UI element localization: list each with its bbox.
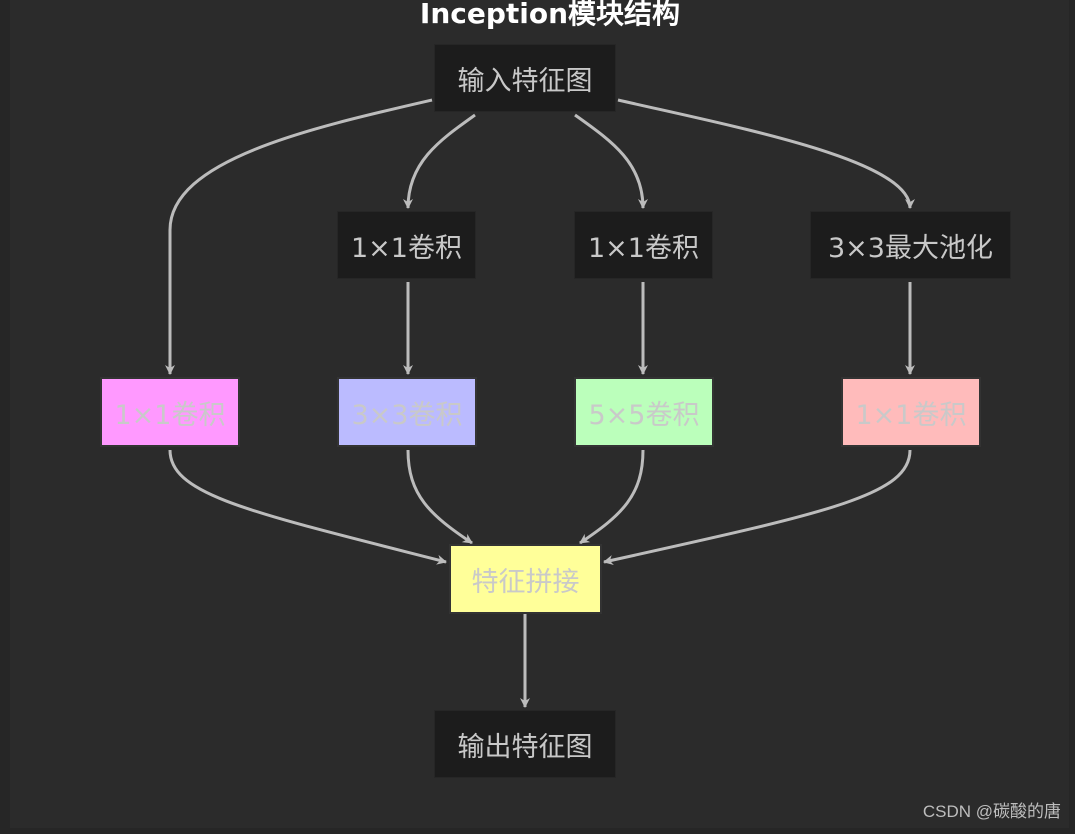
edge-conv3x3-to-concat [406, 449, 473, 545]
edge-conv5x5-to-concat [579, 449, 645, 545]
node-output-feature-map: 输出特征图 [434, 710, 616, 778]
csdn-watermark: CSDN @碳酸的唐 [922, 802, 1061, 821]
edge-input-to-conv1x1-c [574, 113, 648, 209]
node-conv1x1-d: 1×1卷积 [841, 377, 981, 447]
node-conv3x3: 3×3卷积 [337, 377, 477, 447]
diagram-title: Inception模块结构 [419, 0, 681, 30]
edge-layer [165, 98, 915, 708]
edge-input-to-conv1x1-b [403, 113, 476, 209]
node-input-feature-map: 输入特征图 [434, 44, 616, 112]
edge-input-to-conv1x1-a [165, 98, 433, 375]
node-conv5x5: 5×5卷积 [574, 377, 714, 447]
edge-input-to-pool [617, 98, 915, 209]
edge-conv1x1-d-to-concat [603, 449, 912, 565]
node-feature-concat: 特征拼接 [449, 544, 602, 614]
edge-conv1x1-a-to-concat [168, 449, 447, 565]
node-conv1x1-c: 1×1卷积 [574, 211, 713, 279]
node-max-pool-3x3: 3×3最大池化 [810, 211, 1011, 279]
node-conv1x1-b: 1×1卷积 [337, 211, 476, 279]
node-conv1x1-a: 1×1卷积 [100, 377, 240, 447]
